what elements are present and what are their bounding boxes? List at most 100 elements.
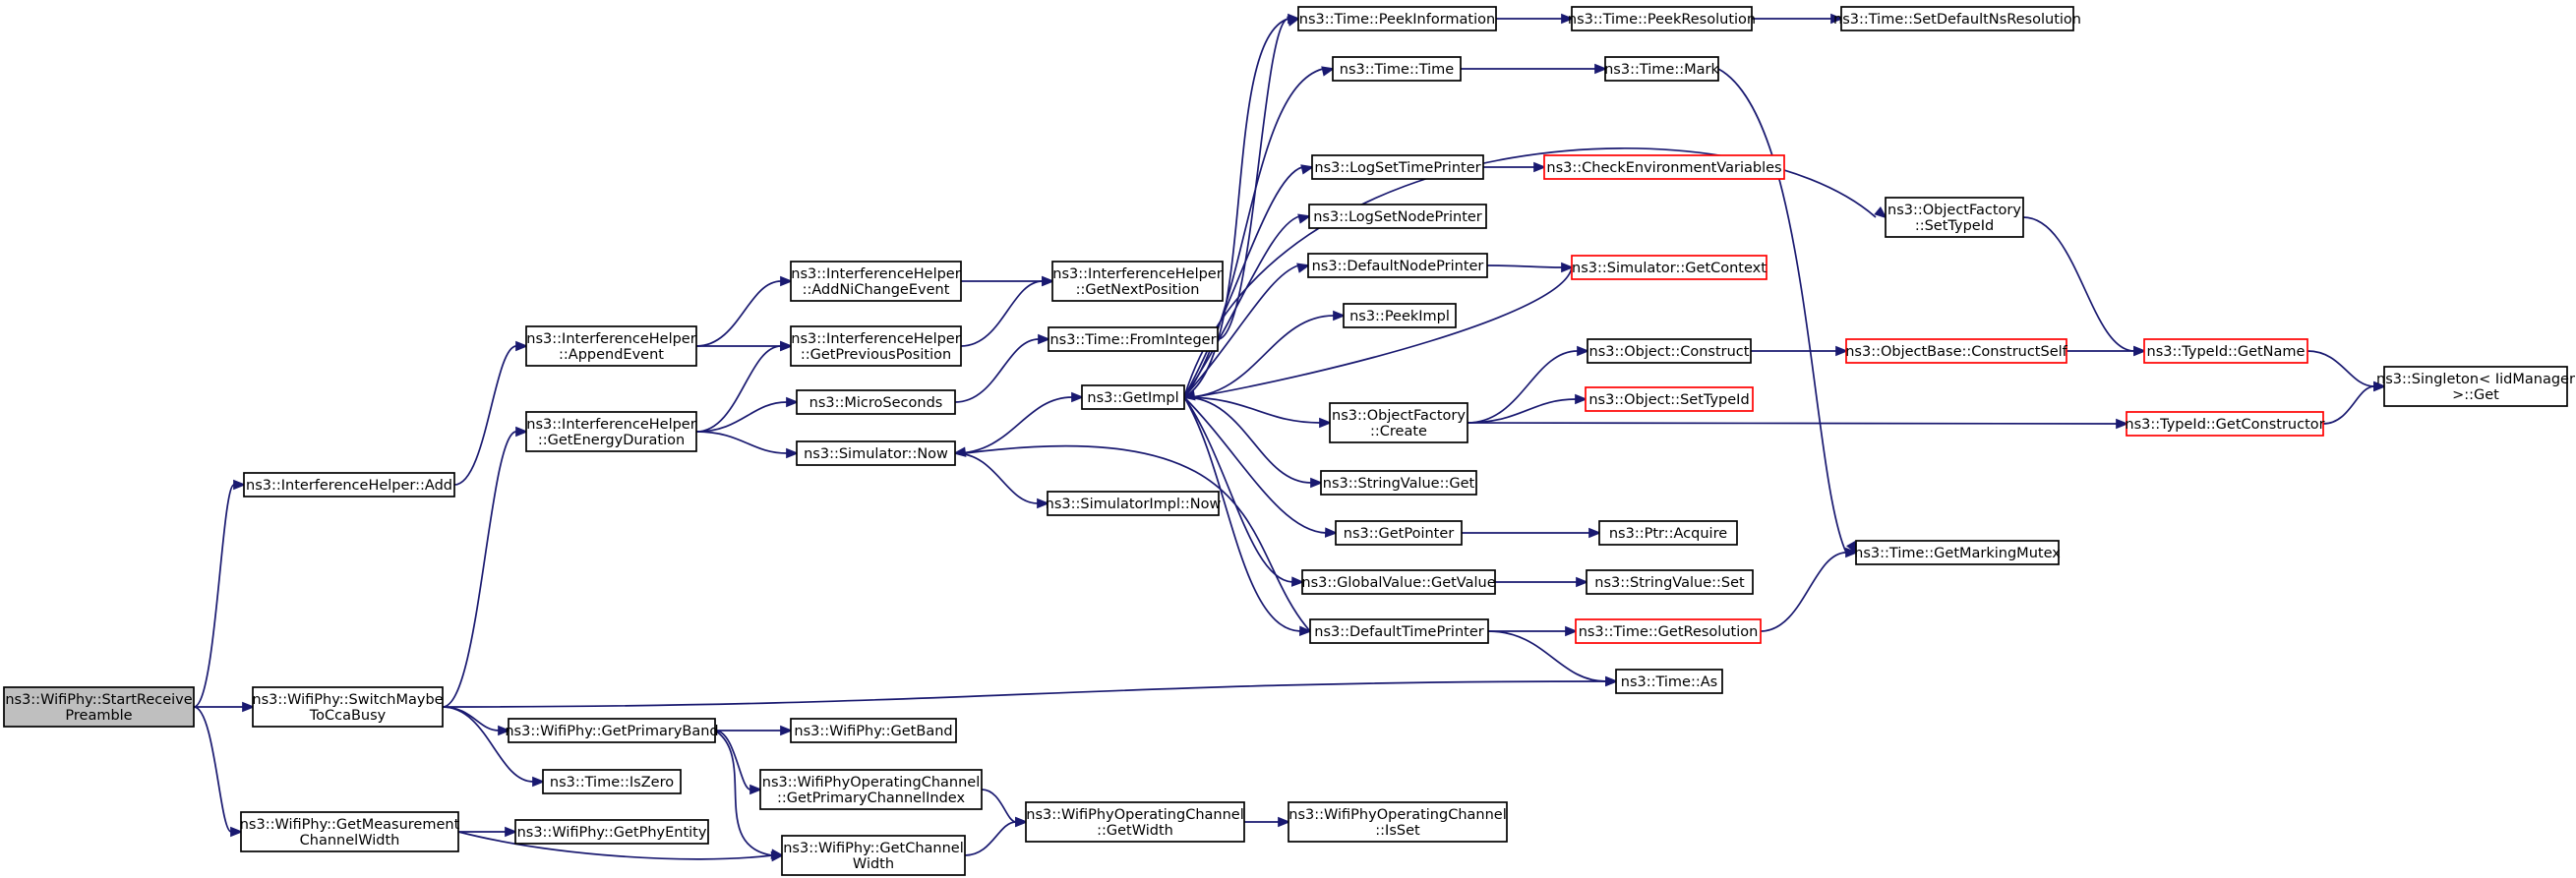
node-type-id-get-name[interactable]: ns3::TypeId::GetName (2143, 338, 2308, 364)
node-box (1598, 520, 1738, 546)
edge-line (1183, 396, 1301, 632)
arrowhead-icon (532, 776, 546, 788)
node-time-as[interactable]: ns3::Time::As (1615, 669, 1723, 694)
node-time-get-marking-mutex[interactable]: ns3::Time::GetMarkingMutex (1854, 540, 2061, 565)
node-label: ::SetTypeId (1915, 218, 1994, 234)
node-default-node-printer[interactable]: ns3::DefaultNodePrinter (1307, 253, 1488, 278)
node-box (1329, 402, 1468, 443)
edge-get-impl-to-get-pointer (1183, 396, 1339, 538)
node-get-primary-channel-index[interactable]: ns3::WifiPhyOperatingChannel::GetPrimary… (759, 769, 983, 810)
edge-line (453, 345, 517, 486)
arrowhead-icon (1594, 63, 1608, 75)
node-get-previous-position[interactable]: ns3::InterferenceHelper::GetPreviousPosi… (790, 325, 962, 367)
arrowhead-icon (1296, 263, 1311, 273)
node-box (1320, 470, 1477, 496)
node-peek-impl[interactable]: ns3::PeekImpl (1343, 303, 1457, 328)
node-time-from-integer[interactable]: ns3::Time::FromInteger (1048, 326, 1219, 352)
node-get-phy-entity[interactable]: ns3::WifiPhy::GetPhyEntity (514, 819, 709, 845)
node-object-construct[interactable]: ns3::Object::Construct (1587, 338, 1752, 364)
node-time-peek-information[interactable]: ns3::Time::PeekInformation (1297, 6, 1497, 31)
edge-line (1183, 166, 1303, 398)
node-get-primary-band[interactable]: ns3::WifiPhy::GetPrimaryBand (505, 718, 719, 743)
node-simulator-get-context[interactable]: ns3::Simulator::GetContext (1571, 255, 1767, 280)
node-simulator-now[interactable]: ns3::Simulator::Now (796, 440, 956, 466)
node-label: ns3::Time::IsZero (550, 775, 674, 790)
node-micro-seconds[interactable]: ns3::MicroSeconds (796, 389, 956, 415)
arrowhead-icon (515, 340, 529, 352)
edge-line (442, 431, 517, 708)
edge-start-receive-preamble-to-switch-maybe (193, 701, 256, 713)
node-box (525, 411, 697, 452)
node-time-peek-resolution[interactable]: ns3::Time::PeekResolution (1568, 6, 1756, 31)
node-box (508, 718, 716, 743)
node-box (796, 389, 956, 415)
node-box (1311, 154, 1484, 180)
node-log-set-node-printer[interactable]: ns3::LogSetNodePrinter (1308, 204, 1487, 229)
node-time-mark[interactable]: ns3::Time::Mark (1604, 56, 1719, 82)
node-check-env-vars[interactable]: ns3::CheckEnvironmentVariables (1543, 154, 1785, 180)
node-label: ns3::GetPointer (1344, 526, 1455, 542)
edge-simulator-now-to-simulator-impl-now (954, 452, 1050, 509)
node-box (1343, 303, 1457, 328)
node-box (2383, 366, 2568, 407)
node-simulator-impl-now[interactable]: ns3::SimulatorImpl::Now (1046, 491, 1222, 516)
node-label: ns3::Time::FromInteger (1049, 332, 1216, 348)
node-get-energy-duration[interactable]: ns3::InterferenceHelper::GetEnergyDurati… (525, 411, 697, 452)
arrowhead-icon (2373, 380, 2387, 392)
node-time-get-resolution[interactable]: ns3::Time::GetResolution (1575, 618, 1762, 644)
node-get-band[interactable]: ns3::WifiPhy::GetBand (790, 718, 957, 743)
node-label: Preamble (65, 708, 132, 724)
node-object-factory-create[interactable]: ns3::ObjectFactory::Create (1329, 402, 1468, 443)
node-append-event[interactable]: ns3::InterferenceHelper::AppendEvent (525, 325, 697, 367)
node-singleton-get[interactable]: ns3::Singleton< IidManager >::Get (2376, 366, 2575, 407)
node-log-set-time-printer[interactable]: ns3::LogSetTimePrinter (1311, 154, 1484, 180)
node-label: ns3::InterferenceHelper::Add (246, 478, 452, 494)
node-add-ni-change[interactable]: ns3::InterferenceHelper::AddNiChangeEven… (790, 261, 962, 302)
node-get-impl[interactable]: ns3::GetImpl (1081, 384, 1185, 410)
node-time-is-zero[interactable]: ns3::Time::IsZero (542, 769, 682, 794)
node-label: ns3::WifiPhy::GetChannel (783, 841, 964, 856)
edge-get-measurement-cw-to-get-channel-width (457, 831, 785, 862)
node-string-value-get[interactable]: ns3::StringValue::Get (1320, 470, 1477, 496)
node-op-channel-is-set[interactable]: ns3::WifiPhyOperatingChannel::IsSet (1288, 801, 1508, 843)
node-string-value-set[interactable]: ns3::StringValue::Set (1586, 569, 1754, 595)
node-box (1885, 197, 2024, 238)
edge-simulator-get-context-to-get-impl (1181, 266, 1573, 401)
edge-get-measurement-cw-to-get-phy-entity (458, 826, 518, 838)
arrowhead-icon (770, 850, 785, 862)
node-label: ns3::TypeId::GetName (2147, 344, 2306, 360)
node-box (243, 472, 455, 498)
edge-line (442, 706, 534, 783)
node-label: ToCcaBusy (309, 708, 387, 724)
node-box (1081, 384, 1185, 410)
edge-line (1183, 396, 1327, 534)
node-label: ns3::InterferenceHelper (1052, 266, 1222, 282)
node-global-value-get-value[interactable]: ns3::GlobalValue::GetValue (1301, 569, 1496, 595)
node-object-base-construct-self[interactable]: ns3::ObjectBase::ConstructSelf (1845, 338, 2068, 364)
node-label: ns3::InterferenceHelper (791, 331, 960, 347)
node-op-channel-get-width[interactable]: ns3::WifiPhyOperatingChannel::GetWidth (1025, 801, 1245, 843)
node-time-set-default-ns-resolution[interactable]: ns3::Time::SetDefaultNsResolution (1833, 6, 2081, 31)
node-interference-add[interactable]: ns3::InterferenceHelper::Add (243, 472, 455, 498)
node-time-time[interactable]: ns3::Time::Time (1332, 56, 1462, 82)
edge-line (1183, 215, 1300, 398)
node-ptr-acquire[interactable]: ns3::Ptr::Acquire (1598, 520, 1738, 546)
arrowhead-icon (1278, 816, 1291, 828)
edge-line (981, 789, 1017, 823)
edge-type-id-get-constructor-to-singleton-get (2322, 380, 2387, 425)
node-object-factory-set-type-id[interactable]: ns3::ObjectFactory::SetTypeId (1885, 197, 2024, 238)
edge-line (1467, 422, 2118, 425)
edge-line (1183, 264, 1299, 398)
node-object-set-type-id[interactable]: ns3::Object::SetTypeId (1585, 386, 1754, 412)
arrowhead-icon (786, 447, 800, 459)
node-get-pointer[interactable]: ns3::GetPointer (1335, 520, 1463, 546)
edge-get-energy-duration-to-micro-seconds (695, 396, 800, 433)
node-get-next-position[interactable]: ns3::InterferenceHelper::GetNextPosition (1051, 261, 1224, 302)
node-default-time-printer[interactable]: ns3::DefaultTimePrinter (1309, 618, 1489, 644)
edge-get-primary-band-to-get-primary-channel-index (714, 730, 763, 795)
node-type-id-get-constructor[interactable]: ns3::TypeId::GetConstructor (2125, 411, 2325, 437)
